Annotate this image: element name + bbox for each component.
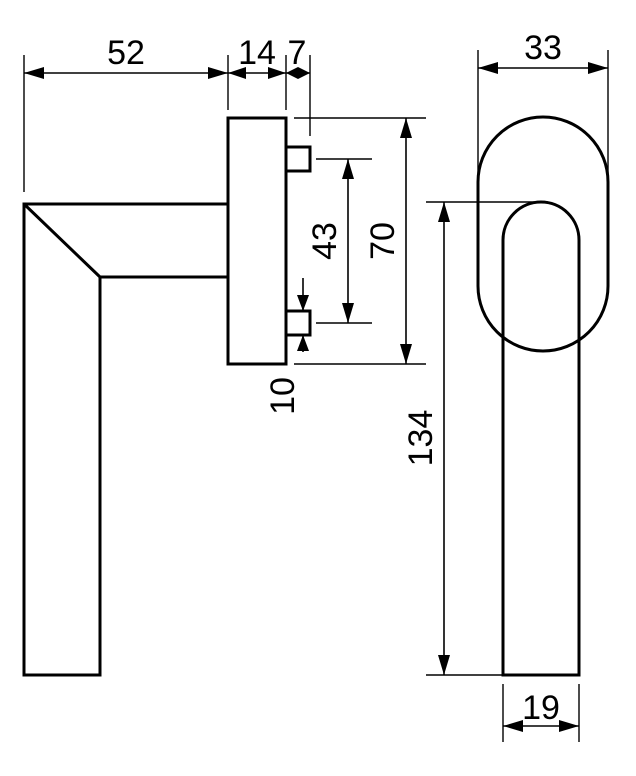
dimension-labels: 52 14 7 33 19 43 70 10 134 xyxy=(107,29,562,727)
front-view xyxy=(476,115,610,677)
rose-outline xyxy=(476,115,610,353)
rose-plate xyxy=(226,116,288,366)
lever-outline xyxy=(22,202,230,677)
dim-19 xyxy=(503,720,579,732)
lower-pin xyxy=(284,309,312,337)
extension-lines xyxy=(23,50,609,742)
label-33: 33 xyxy=(524,29,562,67)
dim-43 xyxy=(342,159,354,323)
dim-70 xyxy=(400,118,412,364)
dim-14 xyxy=(228,67,286,79)
dim-10 xyxy=(297,278,309,352)
label-19: 19 xyxy=(522,689,560,727)
label-14: 14 xyxy=(238,34,276,72)
label-134: 134 xyxy=(402,410,440,467)
dim-52 xyxy=(24,67,228,79)
dim-7 xyxy=(286,67,310,79)
label-43: 43 xyxy=(306,222,344,260)
lever-bevel xyxy=(22,202,102,279)
lever-front-outline xyxy=(501,200,581,677)
label-7: 7 xyxy=(288,34,307,72)
label-10: 10 xyxy=(264,377,302,415)
label-70: 70 xyxy=(364,222,402,260)
side-view xyxy=(22,116,312,677)
dim-134 xyxy=(438,202,450,675)
dim-33 xyxy=(478,62,608,74)
upper-pin xyxy=(284,145,312,173)
label-52: 52 xyxy=(107,34,145,72)
